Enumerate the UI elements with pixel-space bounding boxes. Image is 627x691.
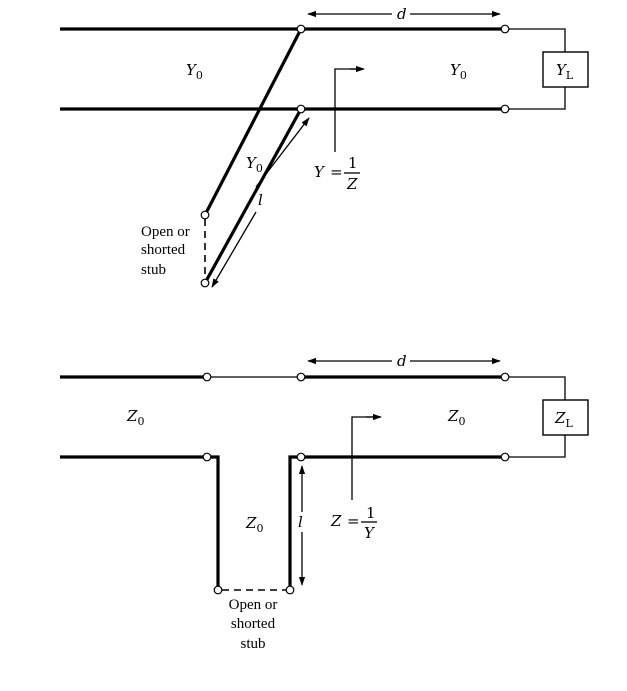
bottom-load-box bbox=[542, 399, 589, 436]
bottom-relation-num: 1 bbox=[366, 504, 376, 522]
bottom-stub-end-node-2 bbox=[285, 585, 295, 595]
top-stub-conductor-2 bbox=[203, 108, 303, 284]
top-y0-stub-label: Y0 bbox=[246, 154, 263, 175]
top-l-arrow-down bbox=[211, 211, 257, 288]
bottom-relation-den: Y bbox=[364, 524, 376, 542]
top-stub-note-line3: stub bbox=[141, 262, 166, 278]
bottom-stub-note-line3: stub bbox=[240, 636, 265, 652]
bottom-stub-end-node-1 bbox=[213, 585, 223, 595]
bottom-node-upper-2 bbox=[296, 372, 306, 382]
bottom-relation-lhs: Z bbox=[330, 512, 342, 530]
bottom-load-wire-upper bbox=[507, 376, 566, 400]
top-stub-end-node-2 bbox=[200, 278, 210, 288]
top-stub-note-line2: shorted bbox=[141, 242, 186, 258]
top-y0-left-label: Y0 bbox=[186, 61, 203, 82]
top-relation-lhs: Y bbox=[314, 163, 326, 181]
top-d-label: d bbox=[397, 5, 407, 23]
bottom-z0-right-label: Z0 bbox=[447, 407, 465, 428]
bottom-d-label: d bbox=[397, 352, 407, 370]
bottom-diagram: ZL d Z0 Z0 Z0 Z = 1 Y l Open or shorted bbox=[60, 352, 589, 652]
bottom-stub-note-line2: shorted bbox=[231, 616, 276, 632]
top-l-arrow-up bbox=[255, 117, 310, 188]
top-relation-num: 1 bbox=[348, 154, 358, 172]
top-load-node-upper bbox=[500, 24, 510, 34]
top-load-wire-upper bbox=[507, 28, 566, 52]
bottom-l-label: l bbox=[298, 513, 303, 531]
bottom-node-upper-1 bbox=[202, 372, 212, 382]
bottom-load-label: ZL bbox=[554, 409, 573, 430]
top-l-label: l bbox=[258, 191, 263, 209]
bottom-node-lower-1 bbox=[202, 452, 212, 462]
top-y0-right-label: Y0 bbox=[450, 61, 467, 82]
bottom-node-lower-2 bbox=[296, 452, 306, 462]
bottom-stub-conductor-right bbox=[288, 455, 297, 587]
bottom-load-wire-lower bbox=[507, 435, 566, 458]
bottom-z0-stub-label: Z0 bbox=[245, 514, 263, 535]
top-load-label: YL bbox=[556, 61, 574, 82]
top-load-box bbox=[542, 51, 589, 88]
bottom-relation-eq: = bbox=[347, 512, 360, 530]
top-relation-den: Z bbox=[346, 175, 358, 193]
bottom-stub-note-line1: Open or bbox=[229, 597, 278, 613]
top-stub-conductor-1 bbox=[203, 28, 303, 216]
bottom-z0-left-label: Z0 bbox=[126, 407, 144, 428]
top-junction-node-upper bbox=[296, 24, 306, 34]
top-stub-end-node-1 bbox=[200, 210, 210, 220]
top-load-wire-lower bbox=[507, 87, 566, 110]
top-relation-eq: = bbox=[330, 163, 343, 181]
top-diagram: YL d Y0 Y0 Y0 Y = 1 Z l Ope bbox=[60, 5, 589, 288]
bottom-load-node-upper bbox=[500, 372, 510, 382]
top-stub-note-line1: Open or bbox=[141, 224, 190, 240]
top-junction-node-lower bbox=[296, 104, 306, 114]
bottom-load-node-lower bbox=[500, 452, 510, 462]
top-load-node-lower bbox=[500, 104, 510, 114]
bottom-stub-conductor-left bbox=[211, 455, 220, 587]
